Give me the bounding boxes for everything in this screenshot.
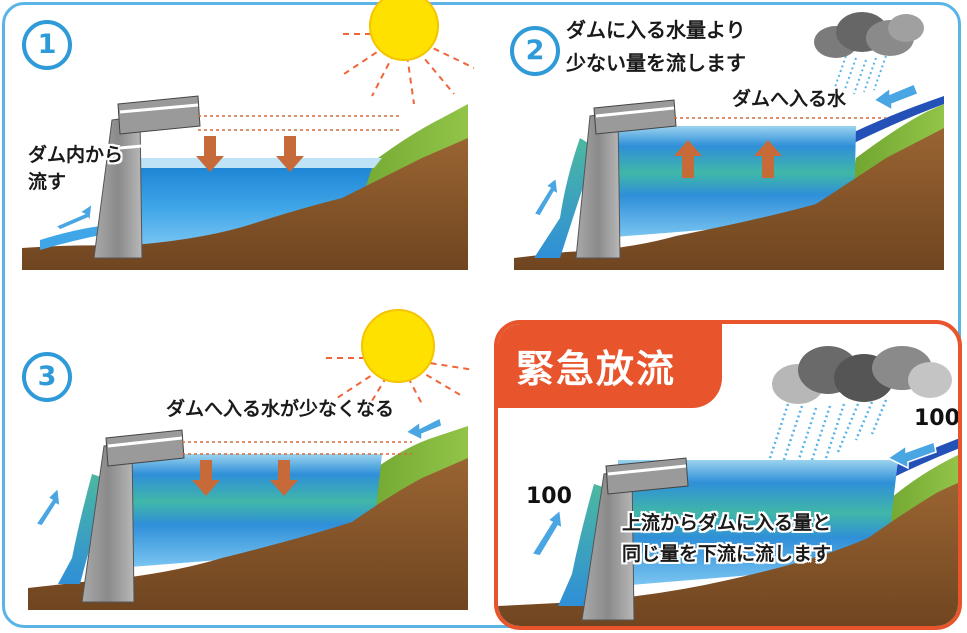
inflow-stream (846, 96, 944, 144)
water-surface (122, 158, 382, 168)
inflow-stream (882, 438, 958, 480)
outflow-value: 100 (526, 484, 572, 509)
scene-2 (514, 12, 944, 270)
emergency-title-tab: 緊急放流 (498, 324, 722, 408)
scene-1 (22, 0, 475, 270)
panel-3-caption: ダムへ入る水が少なくなる (166, 398, 395, 420)
dam-crest (117, 95, 201, 135)
water-level-down-arrows (192, 460, 298, 496)
outflow-arrow-icon (54, 202, 93, 231)
sun-icon (322, 309, 475, 405)
outflow-arrow-icon (530, 508, 563, 557)
heavy-rain-cloud-icon (766, 346, 952, 469)
outflow-arrow-icon (532, 176, 559, 217)
step-3-badge: 3 (22, 352, 72, 402)
outflow-arrow-icon (34, 486, 61, 527)
inflow-arrow-icon (404, 416, 443, 442)
scene-4 (498, 346, 958, 626)
spillway-water (534, 138, 596, 258)
water-level-up-arrows (674, 140, 782, 178)
emergency-title: 緊急放流 (516, 347, 677, 391)
step-2-badge: 2 (510, 26, 560, 76)
water-level-down-arrows (196, 136, 304, 172)
inflow-arrow-icon (872, 83, 919, 112)
ground (22, 138, 468, 270)
emergency-caption: 上流からダムに入る量と 同じ量を下流に流します (622, 512, 832, 565)
step-1-badge: 1 (22, 20, 72, 70)
panel-2-inflow-label: ダムへ入る水 (732, 88, 847, 110)
rain-cloud-icon (814, 12, 924, 95)
downstream-water (40, 226, 106, 250)
inflow-arrow-icon (886, 441, 937, 470)
panel-1-outflow-label: ダム内から 流す (28, 144, 124, 193)
sun-icon (338, 0, 475, 105)
emergency-release-panel: 緊急放流 (494, 320, 962, 630)
ground (514, 128, 944, 270)
scene-3 (28, 309, 475, 610)
panel-2-caption: ダムに入る水量より 少ない量を流します (566, 18, 746, 75)
reservoir-water (602, 126, 856, 238)
ground (498, 482, 958, 626)
inflow-value: 100 (914, 406, 960, 431)
ground (28, 458, 468, 610)
